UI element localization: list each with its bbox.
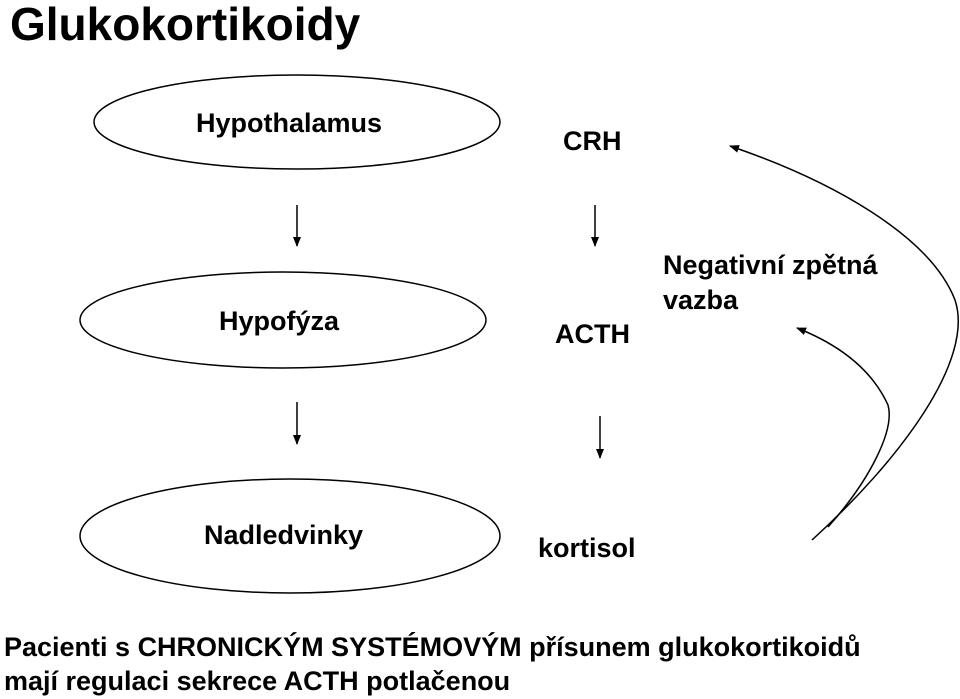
nadledvinky-ellipse (79, 478, 501, 594)
acth-label: ACTH (555, 319, 630, 349)
hypothalamus-label: Hypothalamus (196, 108, 383, 138)
feedback-label-line2: vazba (663, 285, 739, 315)
feedback-arrow-to-hypothalamus (729, 145, 960, 541)
hypofyza-ellipse (79, 271, 487, 369)
crh-label: CRH (563, 126, 622, 156)
footer-line-1: Pacienti s CHRONICKÝM SYSTÉMOVÝM přísune… (4, 632, 861, 662)
hypofyza-label: Hypofýza (219, 306, 340, 336)
hypothalamus-ellipse (93, 74, 501, 170)
page-title: Glukokortikoidy (10, 0, 361, 50)
feedback-label-line1: Negativní zpětná (663, 250, 878, 280)
footer-line-2: mají regulaci sekrece ACTH potlačenou (4, 666, 511, 696)
footer-note: Pacienti s CHRONICKÝM SYSTÉMOVÝM přísune… (4, 630, 861, 698)
nadledvinky-label: Nadledvinky (204, 520, 364, 550)
feedback-arrow-to-hypofyza (796, 327, 890, 528)
kortisol-label: kortisol (538, 533, 636, 563)
